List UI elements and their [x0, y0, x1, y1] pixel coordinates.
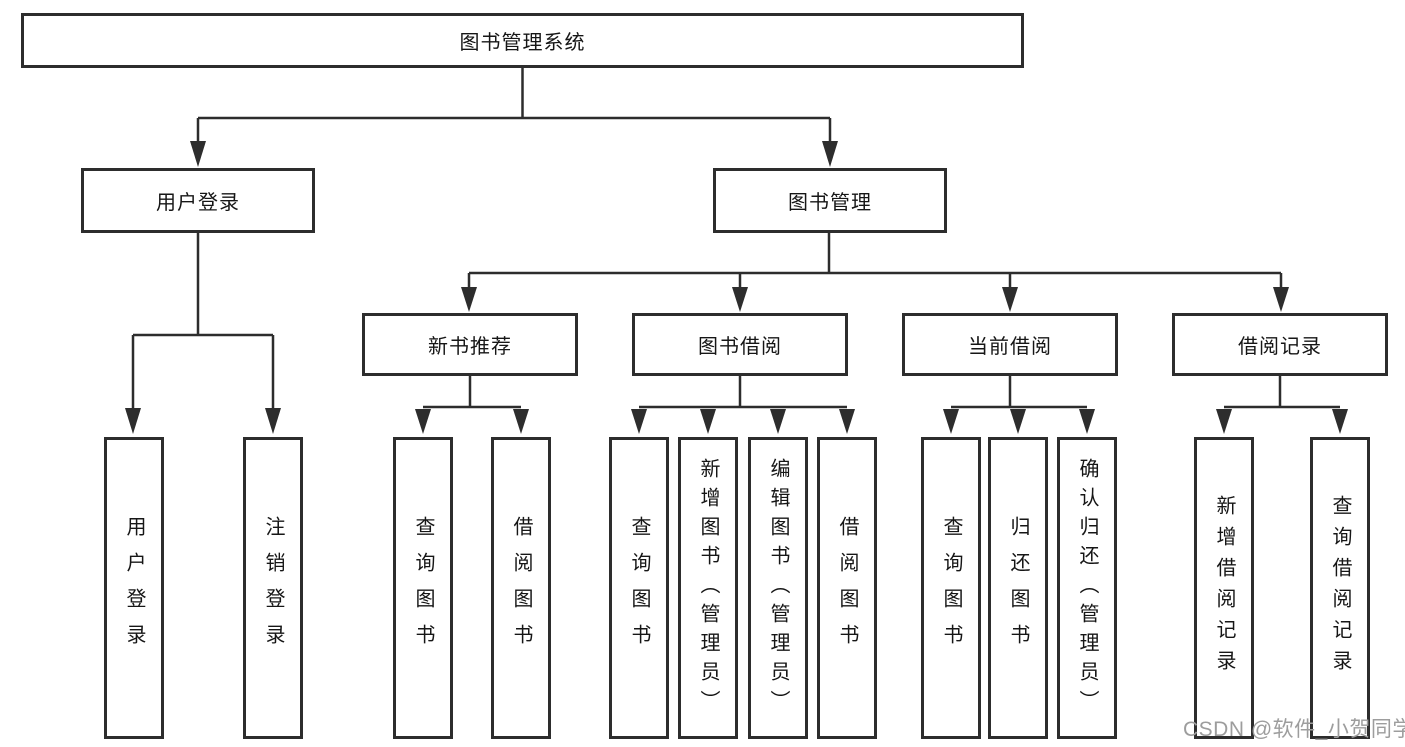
node-current-borrow: 当前借阅	[902, 313, 1118, 376]
leaf-add-books-admin: 新增图书（管理员）	[678, 437, 738, 739]
leaf-label: 新增图书（管理员）	[697, 457, 719, 719]
node-book-management: 图书管理	[713, 168, 947, 233]
leaf-label: 确认归还（管理员）	[1076, 457, 1098, 719]
node-new-book-recommend: 新书推荐	[362, 313, 578, 376]
leaf-edit-books-admin: 编辑图书（管理员）	[748, 437, 808, 739]
leaf-add-borrow-record: 新增借阅记录	[1194, 437, 1254, 739]
leaf-label: 用户登录	[123, 516, 145, 660]
leaf-logout: 注销登录	[243, 437, 303, 739]
leaf-query-books-3: 查询图书	[921, 437, 981, 739]
node-borrow-records: 借阅记录	[1172, 313, 1388, 376]
leaf-query-borrow-record: 查询借阅记录	[1310, 437, 1370, 739]
node-root-system: 图书管理系统	[21, 13, 1024, 68]
leaf-confirm-return-admin: 确认归还（管理员）	[1057, 437, 1117, 739]
leaf-label: 注销登录	[262, 516, 284, 660]
leaf-return-books: 归还图书	[988, 437, 1048, 739]
node-user-login: 用户登录	[81, 168, 315, 233]
leaf-label: 查询图书	[628, 516, 650, 660]
leaf-borrow-books-1: 借阅图书	[491, 437, 551, 739]
leaf-label: 查询图书	[412, 516, 434, 660]
leaf-borrow-books-2: 借阅图书	[817, 437, 877, 739]
csdn-watermark: CSDN @软件_小贺同学	[1183, 718, 1405, 741]
leaf-label: 查询图书	[940, 516, 962, 660]
leaf-label: 借阅图书	[510, 516, 532, 660]
node-book-borrow: 图书借阅	[632, 313, 848, 376]
leaf-query-books-2: 查询图书	[609, 437, 669, 739]
leaf-user-login: 用户登录	[104, 437, 164, 739]
leaf-label: 借阅图书	[836, 516, 858, 660]
leaf-label: 编辑图书（管理员）	[767, 457, 789, 719]
arrowheads	[125, 141, 1348, 434]
leaf-query-books-1: 查询图书	[393, 437, 453, 739]
leaf-label: 新增借阅记录	[1213, 495, 1235, 681]
leaf-label: 归还图书	[1007, 516, 1029, 660]
leaf-label: 查询借阅记录	[1329, 495, 1351, 681]
